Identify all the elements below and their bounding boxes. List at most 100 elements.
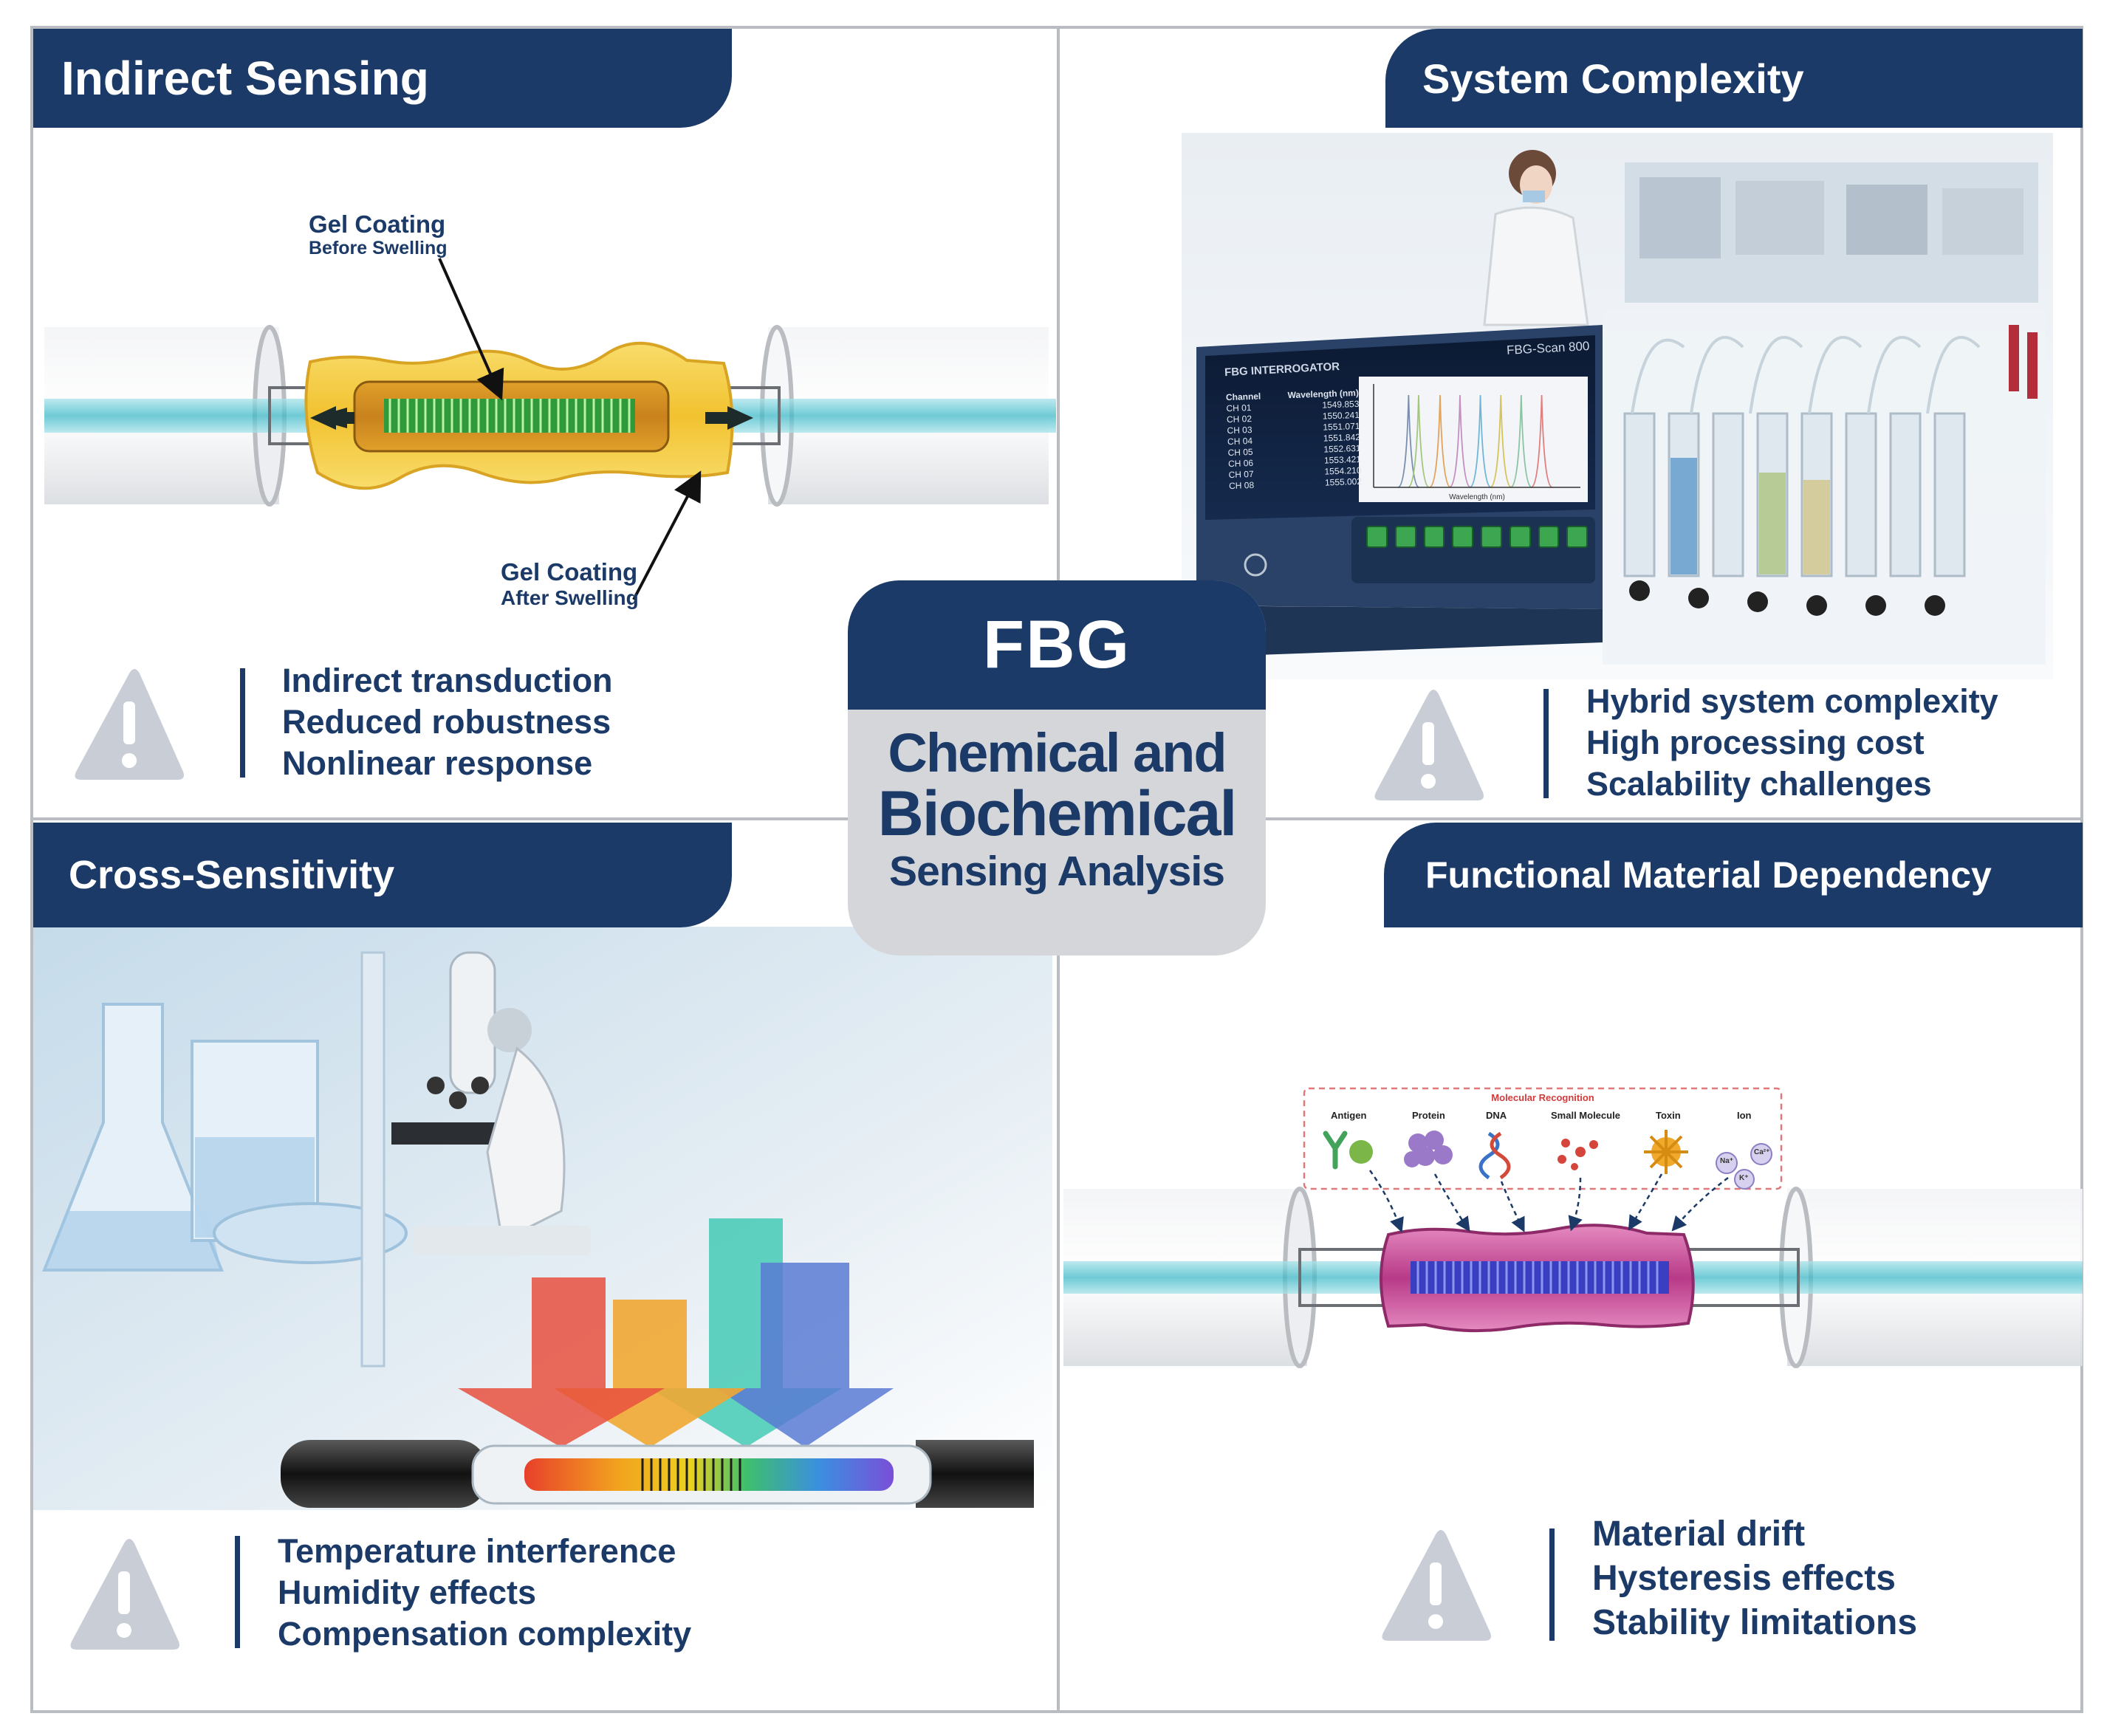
q3-warning-icon bbox=[70, 1539, 179, 1650]
q4-heading: Functional Material Dependency bbox=[1425, 854, 1992, 896]
ion-ca: Ca²⁺ bbox=[1754, 1148, 1770, 1156]
spectrum-peak bbox=[1408, 394, 1430, 488]
target-dna: DNA bbox=[1486, 1110, 1507, 1121]
q3-issue-list: Temperature interference Humidity effect… bbox=[278, 1531, 691, 1655]
target-small-molecule: Small Molecule bbox=[1551, 1110, 1620, 1121]
center-line2: Biochemical bbox=[877, 778, 1238, 849]
target-ion: Ion bbox=[1737, 1110, 1752, 1121]
connector-port bbox=[1452, 526, 1473, 548]
target-toxin: Toxin bbox=[1656, 1110, 1681, 1121]
q4-issue-item: Stability limitations bbox=[1592, 1603, 1918, 1642]
q1-label-before-title: Gel Coating bbox=[309, 210, 446, 238]
toxin-icon bbox=[1644, 1130, 1688, 1174]
q2-issue-list: Hybrid system complexity High processing… bbox=[1586, 681, 1998, 805]
q4-issue-list: Material drift Hysteresis effects Stabil… bbox=[1592, 1512, 1917, 1645]
q3-heading: Cross-Sensitivity bbox=[69, 853, 395, 897]
q4-issue-item: Hysteresis effects bbox=[1592, 1559, 1896, 1598]
q3-divider-bar bbox=[235, 1536, 240, 1648]
channel-id: CH 05 bbox=[1227, 446, 1253, 459]
q4-divider-bar bbox=[1549, 1529, 1555, 1641]
q2-divider-bar bbox=[1543, 689, 1549, 798]
center-title-card: FBG Chemical and Biochemical Sensing Ana… bbox=[848, 580, 1266, 956]
ion-k: K⁺ bbox=[1739, 1174, 1749, 1182]
q2-warning-icon bbox=[1374, 690, 1484, 800]
q2-issue-item: Scalability challenges bbox=[1586, 765, 1932, 803]
center-line3: Sensing Analysis bbox=[889, 848, 1225, 895]
center-line1: Chemical and bbox=[888, 722, 1227, 783]
q3-issue-item: Humidity effects bbox=[278, 1574, 537, 1611]
stimulus-arrows bbox=[458, 1218, 894, 1447]
q2-issue-item: High processing cost bbox=[1586, 724, 1925, 761]
channel-wavelength: 1551.842 bbox=[1323, 431, 1361, 444]
q2-issue-item: Hybrid system complexity bbox=[1586, 682, 1998, 720]
channel-wavelength: 1553.421 bbox=[1323, 453, 1362, 466]
q1-heading-banner: Indirect Sensing bbox=[33, 29, 732, 128]
channel-wavelength: 1549.853 bbox=[1322, 398, 1360, 411]
spectrum-xlabel: Wavelength (nm) bbox=[1449, 493, 1505, 501]
dna-icon bbox=[1478, 1131, 1511, 1180]
q2-heading: System Complexity bbox=[1422, 55, 1804, 102]
q4-fiber-diagram bbox=[1063, 1087, 2083, 1368]
connector-port bbox=[1366, 526, 1388, 548]
center-title: FBG bbox=[848, 580, 1266, 710]
q3-issue-item: Compensation complexity bbox=[278, 1615, 692, 1653]
connector-port bbox=[1394, 526, 1416, 548]
q4-warning-icon bbox=[1382, 1530, 1491, 1641]
q1-warning-icon bbox=[75, 669, 184, 780]
spectrum-peak bbox=[1449, 394, 1471, 488]
connector-port bbox=[1509, 526, 1531, 548]
channel-id: CH 04 bbox=[1227, 435, 1253, 447]
q1-issue-list: Indirect transduction Reduced robustness… bbox=[282, 660, 613, 784]
q3-heading-banner: Cross-Sensitivity bbox=[33, 823, 732, 927]
spectrum-peak bbox=[1397, 394, 1419, 488]
channel-id: CH 01 bbox=[1226, 402, 1252, 414]
channel-id: CH 07 bbox=[1228, 468, 1254, 481]
connector-port bbox=[1566, 526, 1588, 548]
spectrum-peak bbox=[1490, 394, 1512, 488]
target-antigen: Antigen bbox=[1331, 1110, 1367, 1121]
connector-port bbox=[1423, 526, 1445, 548]
channel-id: CH 02 bbox=[1226, 413, 1253, 425]
channel-id: CH 08 bbox=[1228, 479, 1255, 492]
q1-fiber-diagram bbox=[44, 258, 1056, 600]
q1-label-after-title: Gel Coating bbox=[501, 558, 638, 586]
sample-rack bbox=[1603, 310, 2046, 665]
spectrum-peak bbox=[1470, 394, 1492, 488]
q1-label-before-sub: Before Swelling bbox=[309, 238, 448, 258]
small-molecule-icon bbox=[1558, 1139, 1598, 1170]
spectrum-peak bbox=[1510, 394, 1532, 488]
q1-issue-item: Reduced robustness bbox=[282, 703, 611, 741]
q1-heading: Indirect Sensing bbox=[61, 52, 429, 105]
q1-grating bbox=[384, 399, 635, 433]
recognition-title: Molecular Recognition bbox=[1491, 1092, 1594, 1103]
q1-divider-bar bbox=[240, 668, 245, 778]
q4-issue-item: Material drift bbox=[1592, 1514, 1806, 1554]
channel-connectors bbox=[1366, 526, 1588, 555]
protein-icon bbox=[1404, 1131, 1453, 1167]
channel-wavelength: 1550.241 bbox=[1322, 409, 1360, 422]
q1-issue-item: Nonlinear response bbox=[282, 744, 593, 782]
microscope bbox=[391, 951, 591, 1255]
ion-icon bbox=[1716, 1143, 1772, 1190]
lab-scientist bbox=[1483, 150, 1589, 326]
antigen-icon bbox=[1323, 1131, 1373, 1170]
ion-na: Na⁺ bbox=[1720, 1157, 1734, 1165]
q3-issue-item: Temperature interference bbox=[278, 1532, 676, 1570]
spectrum-peak bbox=[1531, 394, 1553, 488]
channel-wavelength: 1555.002 bbox=[1324, 476, 1363, 488]
connector-port bbox=[1538, 526, 1560, 548]
q4-heading-banner: Functional Material Dependency bbox=[1384, 823, 2083, 927]
connector-port bbox=[1481, 526, 1502, 548]
channel-id: CH 03 bbox=[1227, 424, 1253, 436]
channel-id: CH 06 bbox=[1227, 457, 1254, 470]
spectrum-plot: Wavelength (nm) bbox=[1373, 384, 1580, 501]
spectrum-peak bbox=[1429, 394, 1451, 488]
q1-issue-item: Indirect transduction bbox=[282, 662, 613, 699]
target-protein: Protein bbox=[1412, 1110, 1445, 1121]
q2-heading-banner: System Complexity bbox=[1385, 29, 2083, 128]
q3-lab-scene bbox=[33, 927, 1052, 1510]
q1-label-after-sub: After Swelling bbox=[501, 586, 639, 609]
